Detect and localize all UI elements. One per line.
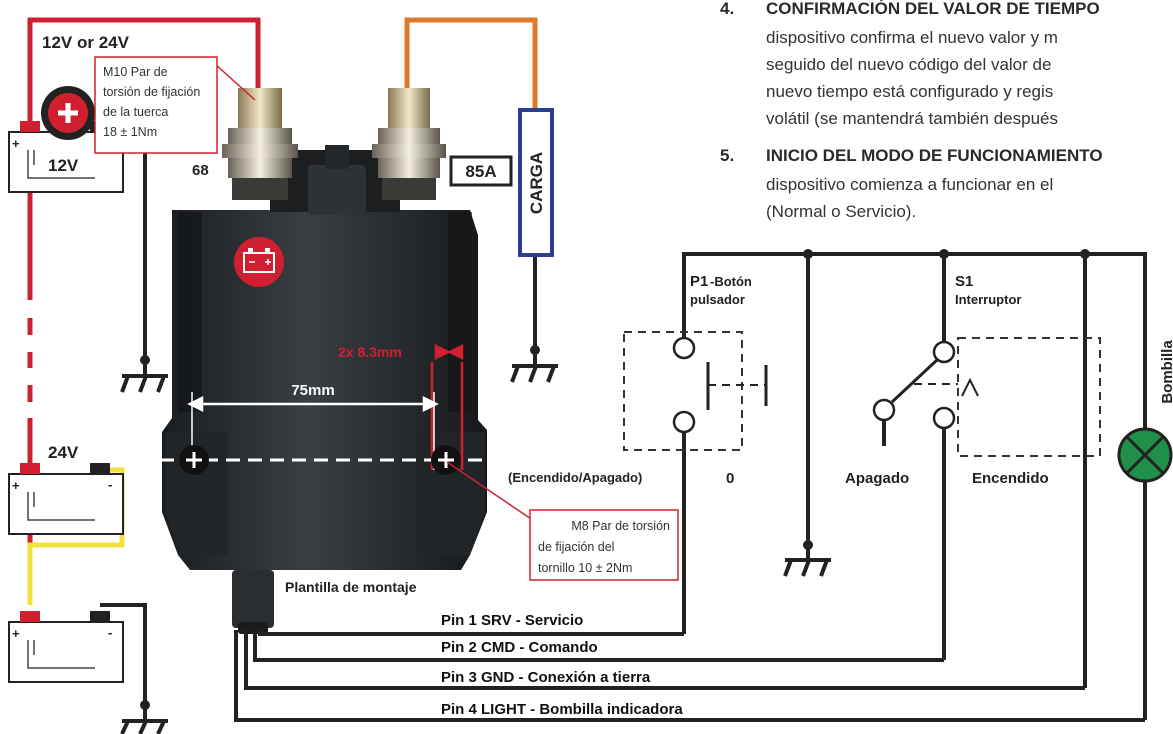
battery-minus-label: - bbox=[108, 625, 112, 640]
nut-torque-line: torsión de fijación bbox=[103, 85, 200, 99]
load-box bbox=[518, 108, 554, 257]
battery-plus-label: + bbox=[12, 626, 20, 641]
push-button-p1 bbox=[623, 331, 768, 451]
battery-24v-label: 24V bbox=[48, 443, 79, 462]
rating-badge bbox=[449, 155, 513, 187]
step-text-line: volátil (se mantendrá también después bbox=[766, 109, 1058, 128]
nut-torque-line: 18 ± 1Nm bbox=[103, 125, 157, 139]
series-link-wire bbox=[27, 467, 125, 605]
hole-size-label: 2x 8.3mm bbox=[338, 344, 402, 360]
battery-icon bbox=[234, 237, 284, 287]
pin-label: Pin 4 LIGHT - Bombilla indicadora bbox=[441, 701, 683, 718]
p1-name: P1 bbox=[690, 273, 708, 290]
battery-24v-a bbox=[8, 463, 124, 535]
nut-torque-callout bbox=[94, 56, 256, 154]
step-number: 5. bbox=[720, 146, 734, 165]
battery-24v-b bbox=[8, 611, 124, 683]
bolt-torque-line: de fijación del bbox=[538, 540, 614, 554]
lamp-label: Bombilla bbox=[1159, 340, 1173, 404]
load-wire bbox=[404, 17, 538, 110]
step-title: INICIO DEL MODO DE FUNCIONAMIENTO bbox=[766, 146, 1103, 165]
pin-label: Pin 2 CMD - Comando bbox=[441, 639, 598, 656]
pin-label: Pin 3 GND - Conexión a tierra bbox=[441, 669, 651, 686]
terminal-stud-load bbox=[372, 88, 446, 200]
step-text-line: seguido del nuevo código del valor de bbox=[766, 55, 1051, 74]
step-text-line: nuevo tiempo está configurado y regis bbox=[766, 82, 1053, 101]
hole-spacing-label: 75mm bbox=[291, 382, 334, 399]
battery-plus-label: + bbox=[12, 478, 20, 493]
indicator-lamp-icon bbox=[1117, 427, 1173, 483]
step-number: 4. bbox=[720, 0, 734, 18]
p1-desc: pulsador bbox=[690, 292, 745, 307]
hole-size-dimension bbox=[430, 343, 464, 470]
bolt-torque-line: M8 Par de torsión bbox=[571, 519, 670, 533]
battery-12v-label: 12V bbox=[48, 156, 79, 175]
step-title: CONFIRMACIÓN DEL VALOR DE TIEMPO bbox=[766, 0, 1100, 18]
battery-plus-label: + bbox=[12, 136, 20, 151]
control-circuit-wires bbox=[234, 252, 1147, 722]
terminal-number-label: 68 bbox=[192, 162, 209, 179]
p1-desc: -Botón bbox=[710, 274, 752, 289]
switch-s1 bbox=[872, 337, 1101, 457]
off-label: Apagado bbox=[845, 470, 909, 487]
rating-label: 85A bbox=[465, 162, 496, 181]
mounting-hole-icon bbox=[431, 445, 461, 475]
pin-label: Pin 1 SRV - Servicio bbox=[441, 612, 583, 629]
s1-name: S1 bbox=[955, 273, 973, 290]
ground-symbol bbox=[783, 558, 831, 577]
on-off-label: (Encendido/Apagado) bbox=[508, 470, 642, 485]
p1-zero-label: 0 bbox=[726, 470, 734, 487]
supply-voltage-label: 12V or 24V bbox=[42, 33, 130, 52]
s1-desc: Interruptor bbox=[955, 292, 1021, 307]
load-label: CARGA bbox=[527, 152, 546, 214]
on-label: Encendido bbox=[972, 470, 1049, 487]
ground-symbol bbox=[510, 350, 558, 383]
step-text-line: (Normal o Servicio). bbox=[766, 202, 916, 221]
terminal-stud-positive bbox=[222, 88, 298, 200]
step-text-line: dispositivo confirma el nuevo valor y m bbox=[766, 28, 1058, 47]
battery-minus-label: - bbox=[108, 477, 112, 492]
bolt-torque-line: tornillo 10 ± 2Nm bbox=[538, 561, 632, 575]
nut-torque-line: M10 Par de bbox=[103, 65, 168, 79]
mounting-hole-icon bbox=[179, 445, 209, 475]
bolt-torque-callout bbox=[446, 461, 679, 581]
junction-dots bbox=[803, 249, 1090, 259]
ground-node bbox=[803, 540, 813, 550]
positive-symbol-icon bbox=[41, 86, 95, 140]
mounting-template-label: Plantilla de montaje bbox=[285, 579, 417, 595]
step-text-line: dispositivo comienza a funcionar en el bbox=[766, 175, 1053, 194]
ground-symbol bbox=[120, 360, 168, 734]
nut-torque-line: de la tuerca bbox=[103, 105, 168, 119]
